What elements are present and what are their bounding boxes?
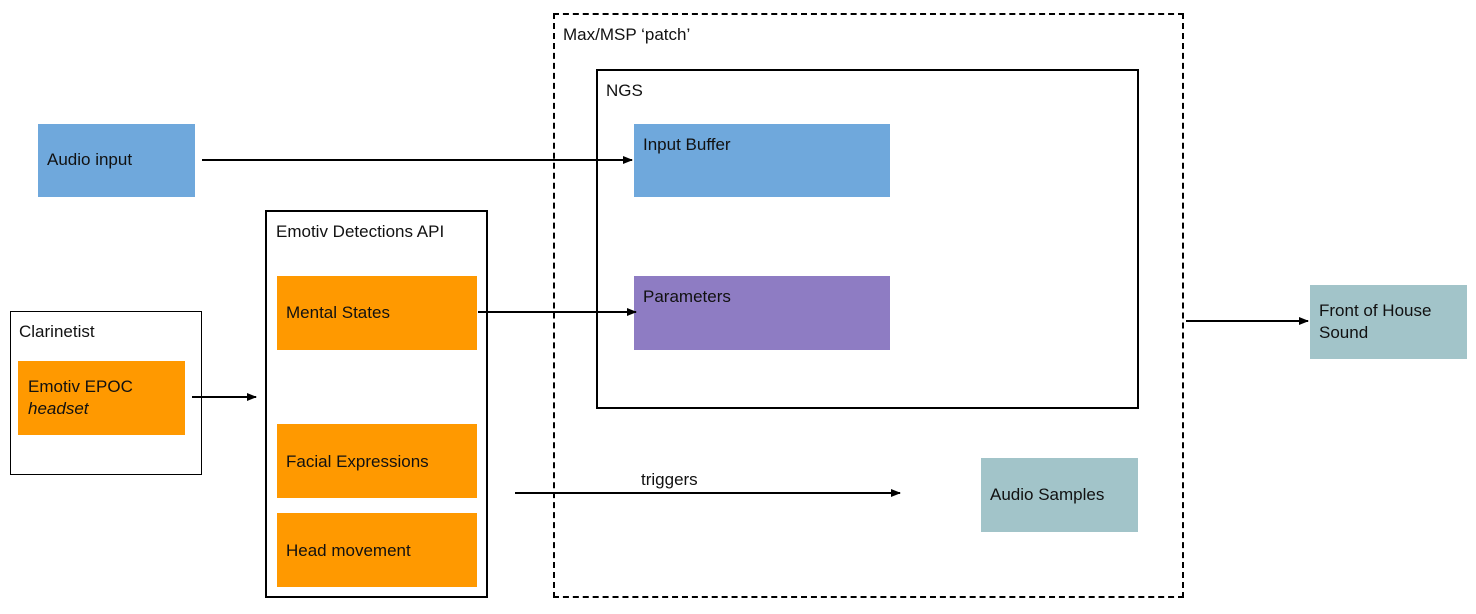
ngs-label: NGS: [606, 81, 643, 100]
head-movement-label: Head movement: [286, 541, 411, 560]
ngs-container: NGS: [596, 69, 1139, 409]
triggers-label: triggers: [641, 470, 698, 489]
headset-label-line2: headset: [28, 399, 89, 418]
clarinetist-container: Clarinetist: [10, 311, 202, 475]
mental-states-label: Mental States: [286, 303, 390, 322]
clarinetist-label: Clarinetist: [19, 322, 95, 341]
audio-input-box: Audio input: [38, 124, 195, 197]
emotiv-epoc-headset-box: Emotiv EPOC headset: [18, 361, 185, 435]
facial-expressions-box: Facial Expressions: [277, 424, 477, 498]
patch-label: Max/MSP ‘patch’: [563, 25, 691, 44]
front-of-house-line1: Front of House: [1319, 301, 1432, 320]
parameters-box: Parameters: [634, 276, 890, 350]
head-movement-box: Head movement: [277, 513, 477, 587]
mental-states-box: Mental States: [277, 276, 477, 350]
emotiv-detections-api-container: Emotiv Detections API: [265, 210, 488, 598]
front-of-house-line2: Sound: [1319, 323, 1369, 342]
audio-samples-box: Audio Samples: [981, 458, 1138, 532]
audio-samples-label: Audio Samples: [990, 485, 1105, 504]
parameters-label: Parameters: [643, 287, 731, 306]
front-of-house-sound-box: Front of House Sound: [1310, 285, 1467, 359]
input-buffer-box: Input Buffer: [634, 124, 890, 197]
emotiv-api-label: Emotiv Detections API: [276, 222, 445, 241]
headset-label-line1: Emotiv EPOC: [28, 377, 133, 396]
max-msp-patch-container: Max/MSP ‘patch’: [553, 13, 1184, 598]
input-buffer-label: Input Buffer: [643, 135, 731, 154]
facial-expressions-label: Facial Expressions: [286, 452, 429, 471]
audio-input-label: Audio input: [47, 150, 133, 169]
